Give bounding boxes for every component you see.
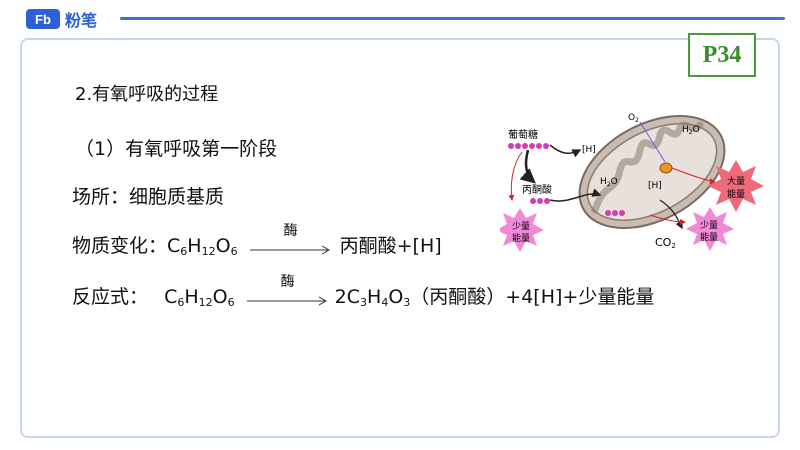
energy-arrow-large	[671, 167, 716, 184]
co2-arrow	[659, 199, 683, 230]
material-change-label: 物质变化：	[72, 235, 168, 257]
large-energy-star: 大量 能量	[708, 160, 764, 212]
small-energy-star-left: 少量 能量	[500, 208, 544, 252]
stage-title: （1）有氧呼吸第一阶段	[75, 138, 278, 160]
h2o-left-label: H2O	[600, 177, 618, 188]
svg-text:能量: 能量	[727, 188, 745, 200]
reaction-arrow-icon	[246, 296, 327, 305]
o2-arrow	[639, 121, 666, 163]
logo-text: 粉笔	[65, 11, 98, 30]
material-change-product: 丙酮酸+[H]	[339, 235, 442, 257]
mitochondrion-icon	[578, 114, 726, 230]
svg-text:大量: 大量	[727, 175, 745, 187]
brand-logo: Fb 粉笔	[26, 8, 97, 30]
equation-line: 反应式： C6H12O6 酶 2C3H4O3（丙酮酸）+4[H]+少量能量	[72, 274, 655, 310]
equation-label: 反应式：	[72, 286, 149, 308]
location-line: 场所：细胞质基质	[72, 186, 225, 208]
energy-arrow-left	[508, 151, 523, 201]
equation-product: 2C3H4O3（丙酮酸）+4[H]+少量能量	[334, 286, 655, 309]
o2-label: O2	[628, 113, 639, 124]
section-heading: 2.有氧呼吸的过程	[75, 84, 219, 105]
h-outer-label: [H]	[582, 145, 596, 155]
h-arrow	[549, 144, 582, 158]
enzyme-label: 酶	[283, 222, 298, 239]
svg-text:少量: 少量	[700, 220, 718, 231]
pyruvate-dots	[530, 198, 550, 204]
svg-text:能量: 能量	[700, 231, 718, 243]
co2-label: CO2	[655, 236, 676, 250]
page-number-badge: P34	[688, 33, 756, 77]
enzyme-arrow: 酶	[249, 223, 332, 254]
glycolysis-arrow	[519, 149, 536, 184]
equation-reactant: C6H12O6	[164, 286, 235, 309]
energy-arrow-right	[649, 214, 686, 225]
h2o-top-label: H2O	[682, 125, 700, 136]
pyruvate-label: 丙酮酸	[522, 183, 552, 196]
glucose-formula: C6H12O6	[167, 235, 238, 258]
pyruvate-transport-arrow	[549, 188, 602, 202]
reaction-arrow-icon	[249, 245, 330, 254]
logo-mark: Fb	[26, 9, 60, 29]
mitochondrion-diagram: 葡萄糖 丙酮酸 [H] 少量 能量 H2O [H] O2 H2O CO2 大量 …	[500, 113, 764, 252]
svg-text:能量: 能量	[512, 232, 530, 244]
equation-enzyme-label: 酶	[280, 273, 295, 290]
atp-synthase-icon	[659, 162, 673, 174]
content-frame	[20, 38, 780, 438]
small-energy-star-right: 少量 能量	[686, 207, 734, 251]
inner-pyruvate-dots	[605, 210, 625, 216]
material-change-line: 物质变化：C6H12O6 酶 丙酮酸+[H]	[72, 223, 442, 259]
equation-enzyme-arrow: 酶	[246, 274, 329, 305]
glucose-label: 葡萄糖	[508, 128, 538, 141]
svg-text:少量: 少量	[512, 221, 530, 232]
header-rule	[120, 17, 785, 20]
glucose-dots	[508, 143, 549, 149]
h-inner-label: [H]	[648, 181, 662, 191]
